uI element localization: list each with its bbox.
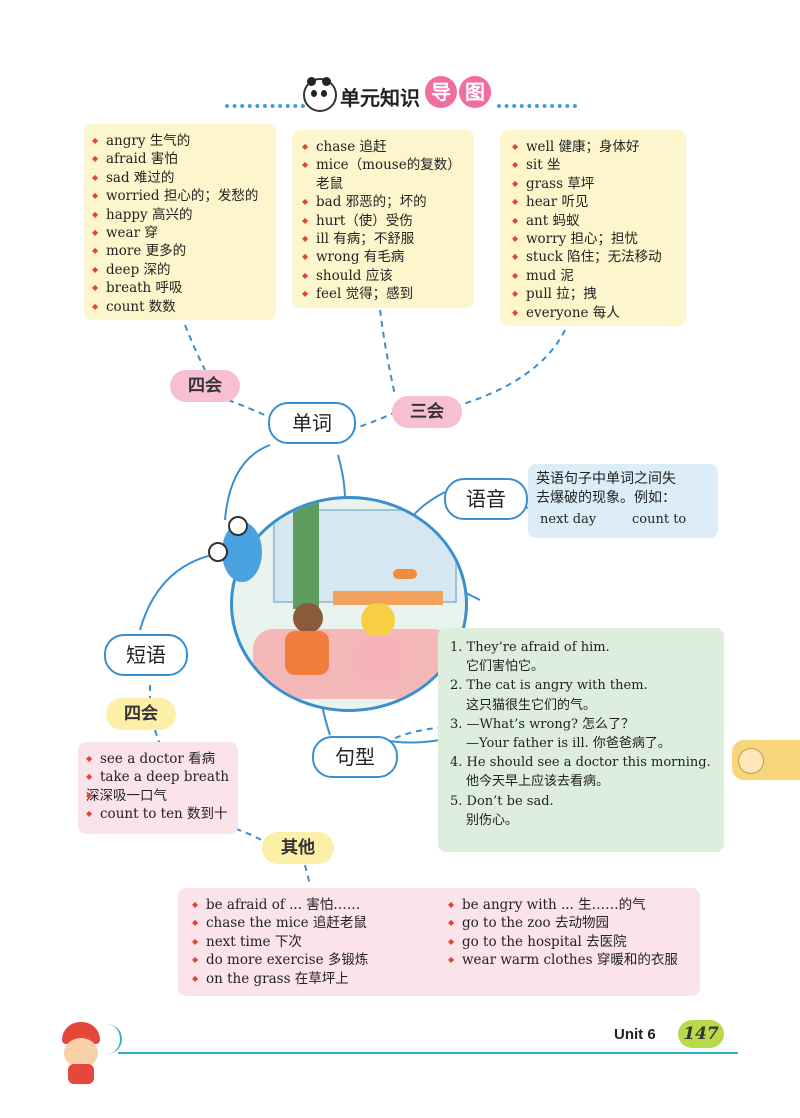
header-char-tu: 图 [459, 76, 491, 108]
list-item: sit 坐 [512, 156, 680, 175]
sentence-3-en: 3. —What’s wrong? 怎么了？ [450, 716, 635, 732]
phonics-example-2: count to [632, 512, 687, 528]
list-item: everyone 每人 [512, 304, 680, 323]
sentence-4-cn: 他今天早上应该去看病。 [466, 774, 610, 790]
girl-figure [361, 603, 395, 637]
phonics-example-1: next day [540, 512, 597, 528]
eye-icon [208, 542, 228, 562]
words-three-a-box: chase 追赶 mice（mouse的复数） 老鼠 bad 邪恶的；坏的 hu… [292, 130, 474, 308]
node-phonics: 语音 [444, 478, 528, 520]
list-item: mud 泥 [512, 267, 680, 286]
words-four-box: angry 生气的 afraid 害怕 sad 难过的 worried 担心的；… [84, 124, 276, 320]
list-item: pull 拉；拽 [512, 285, 680, 304]
list-item: on the grass 在草坪上 [192, 970, 368, 989]
node-phrases: 短语 [104, 634, 188, 676]
phonics-line-1: 英语句子中单词之间失 [536, 471, 676, 487]
list-item: hear 听见 [512, 193, 680, 212]
phonics-line-2: 去爆破的现象。例如： [536, 490, 676, 507]
node-words: 单词 [268, 402, 356, 444]
face-icon [738, 748, 764, 774]
phonics-box: 英语句子中单词之间失 去爆破的现象。例如： next day count to [528, 464, 718, 538]
header-char-dao: 导 [425, 76, 457, 108]
list-item: grass 草坪 [512, 175, 680, 194]
list-item: wear warm clothes 穿暖和的衣服 [448, 951, 678, 970]
page-number: 147 [678, 1020, 724, 1048]
list-item: count 数数 [92, 298, 270, 317]
sentences-box: 1. They’re afraid of him. 它们害怕它。 2. The … [438, 628, 724, 852]
tag-other: 其他 [262, 832, 334, 864]
list-item: ant 蚂蚁 [512, 212, 680, 231]
eye-icon [228, 516, 248, 536]
list-item: deep 深的 [92, 261, 270, 280]
list-item: should 应该 [302, 267, 468, 286]
list-item: afraid 害怕 [92, 150, 270, 169]
list-item: stuck 陷住；无法移动 [512, 248, 680, 267]
tag-four-phrases: 四会 [106, 698, 176, 730]
header-title: 单元知识 [340, 86, 420, 110]
phrases-four-box: see a doctor 看病 take a deep breath 深深吸一口… [78, 742, 238, 834]
list-item: mice（mouse的复数） [302, 156, 468, 175]
list-item: more 更多的 [92, 242, 270, 261]
other-phrases-box: be afraid of ... 害怕…… chase the mice 追赶老… [178, 888, 700, 996]
cat-icon [393, 569, 417, 579]
list-item: chase the mice 追赶老鼠 [192, 914, 368, 933]
list-item: take a deep breath [86, 768, 232, 787]
list-item: wear 穿 [92, 224, 270, 243]
header: 单元知识 导 图 [225, 76, 585, 116]
list-item: go to the hospital 去医院 [448, 933, 678, 952]
sentence-3-reply: —Your father is ill. 你爸爸病了。 [466, 736, 671, 752]
dotted-line-left [225, 104, 305, 108]
boy-figure [293, 603, 323, 633]
list-item: hurt（使）受伤 [302, 212, 468, 231]
list-item: next time 下次 [192, 933, 368, 952]
side-tab [732, 740, 800, 780]
sentence-1-en: 1. They’re afraid of him. [450, 640, 610, 655]
footer-arc [80, 1024, 122, 1054]
list-item: go to the zoo 去动物园 [448, 914, 678, 933]
list-item: do more exercise 多锻炼 [192, 951, 368, 970]
list-item: 深深吸一口气 [86, 787, 232, 806]
table [333, 591, 443, 605]
list-item: 老鼠 [316, 175, 343, 192]
list-item: see a doctor 看病 [86, 750, 232, 769]
list-item: happy 高兴的 [92, 206, 270, 225]
unit-label: Unit 6 [614, 1026, 656, 1043]
sentence-1-cn: 它们害怕它。 [466, 659, 545, 675]
list-item: worried 担心的；发愁的 [92, 187, 270, 206]
illustration-circle [230, 496, 468, 712]
list-item: be angry with ... 生……的气 [448, 896, 678, 915]
node-sentences: 句型 [312, 736, 398, 778]
list-item: chase 追赶 [302, 138, 468, 157]
boy-body [285, 631, 329, 675]
sentence-4-en: 4. He should see a doctor this morning. [450, 755, 711, 771]
list-item: worry 担心；担忧 [512, 230, 680, 249]
sentence-2-cn: 这只猫很生它们的气。 [466, 697, 597, 713]
panda-icon [303, 77, 337, 112]
words-three-b-box: well 健康；身体好 sit 坐 grass 草坪 hear 听见 ant 蚂… [500, 130, 686, 326]
list-item: breath 呼吸 [92, 279, 270, 298]
list-item: bad 邪恶的；坏的 [302, 193, 468, 212]
tag-four-words: 四会 [170, 370, 240, 402]
list-item: sad 难过的 [92, 169, 270, 188]
list-item: feel 觉得；感到 [302, 285, 468, 304]
list-item: ill 有病；不舒服 [302, 230, 468, 249]
tag-three-words: 三会 [392, 396, 462, 428]
sentence-5-cn: 别伤心。 [466, 812, 519, 828]
list-item: be afraid of ... 害怕…… [192, 896, 368, 915]
list-item: wrong 有毛病 [302, 248, 468, 267]
sentence-2-en: 2. The cat is angry with them. [450, 678, 648, 694]
list-item: count to ten 数到十 [86, 805, 232, 824]
sentence-5-en: 5. Don’t be sad. [450, 793, 554, 809]
tree-trunk [293, 499, 319, 609]
dotted-line-right [497, 104, 577, 108]
girl-body [353, 635, 401, 681]
footer-line [118, 1052, 738, 1054]
list-item: well 健康；身体好 [512, 138, 680, 157]
list-item: angry 生气的 [92, 132, 270, 151]
